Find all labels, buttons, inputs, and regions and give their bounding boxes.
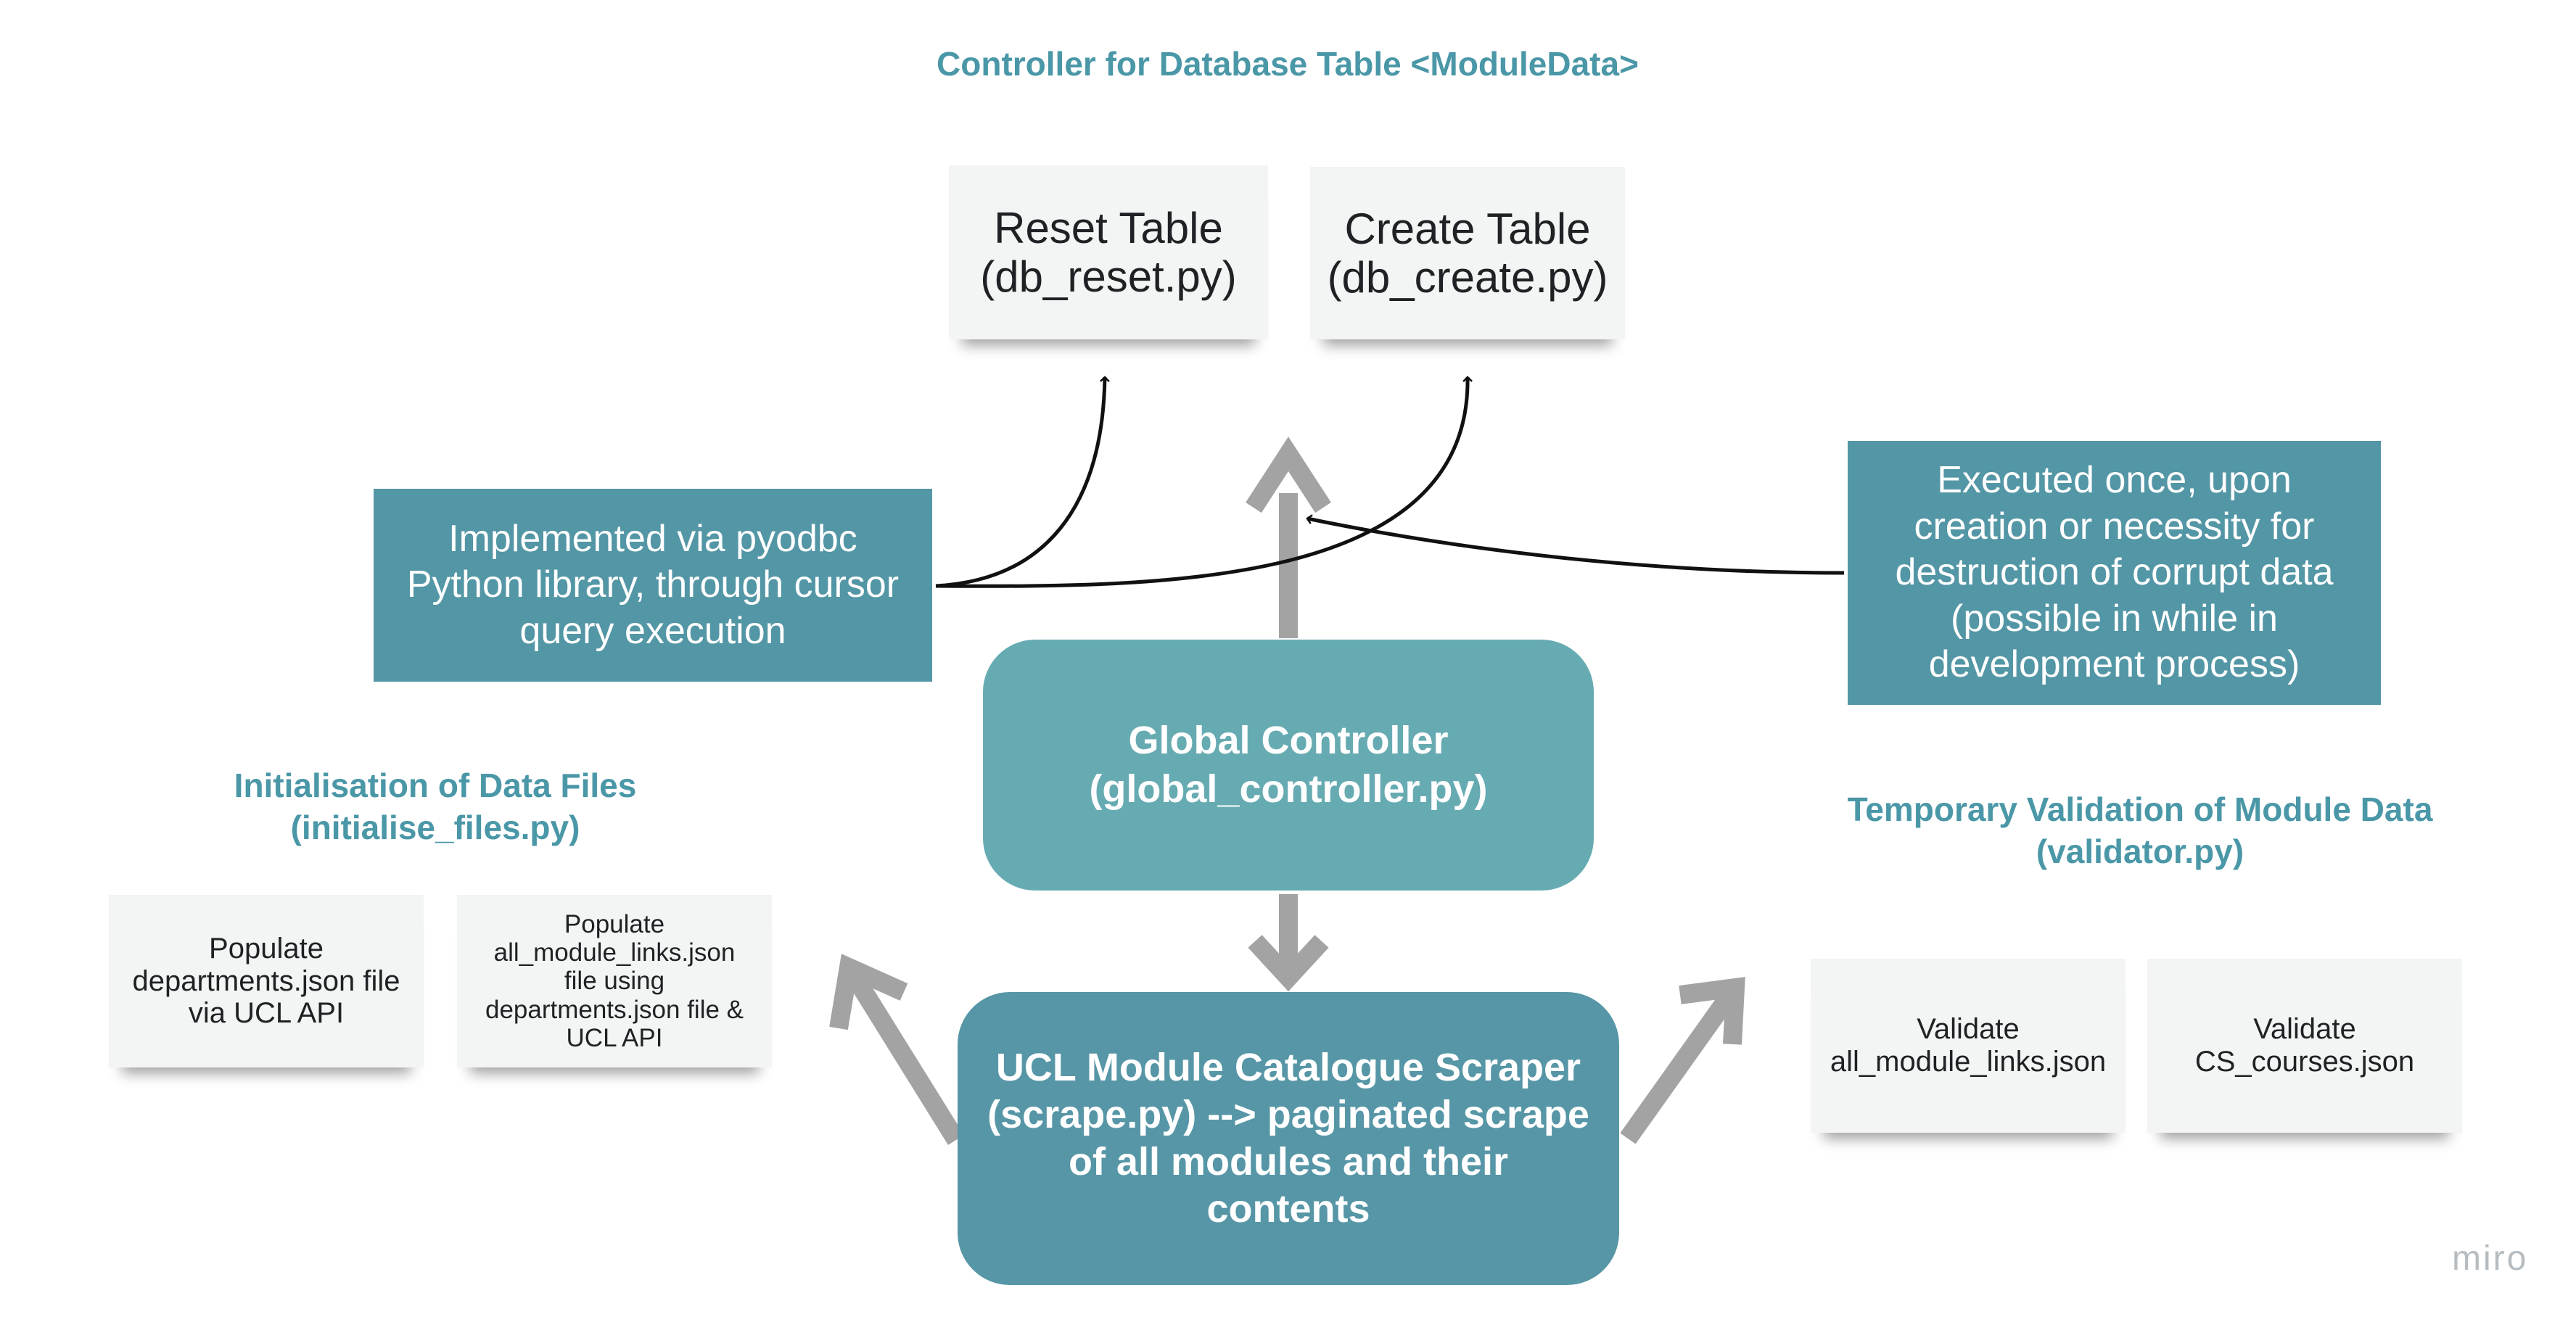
populate-module-links-sticky: Populate all_module_links.json file usin… bbox=[457, 895, 772, 1067]
populate-departments-sticky: Populate departments.json file via UCL A… bbox=[109, 895, 424, 1067]
arrow-scraper-to-initialisation bbox=[829, 954, 965, 1145]
validation-title: Temporary Validation of Module Data (val… bbox=[1847, 790, 2433, 870]
arrow-scraper-to-validator bbox=[1620, 977, 1745, 1144]
init-files-title: Initialisation of Data Files (initialise… bbox=[234, 767, 637, 846]
controller-title: Controller for Database Table <ModuleDat… bbox=[937, 45, 1639, 83]
validate-module-links-sticky: Validate all_module_links.json bbox=[1811, 959, 2126, 1133]
reset-table-sticky: Reset Table (db_reset.py) bbox=[949, 165, 1268, 339]
arrow-global-to-scraper bbox=[1248, 894, 1329, 992]
connector-pyodbc-to-reset bbox=[935, 376, 1110, 588]
miro-watermark: miro bbox=[2452, 1239, 2529, 1278]
validate-cs-courses-sticky: Validate CS_courses.json bbox=[2147, 959, 2462, 1133]
connector-execution-note-to-controller-arrow bbox=[1306, 514, 1845, 575]
connector-pyodbc-to-create bbox=[935, 376, 1473, 588]
pyodbc-note: Implemented via pyodbc Python library, t… bbox=[374, 489, 932, 682]
global-controller-node: Global Controller (global_controller.py) bbox=[983, 640, 1594, 891]
arrow-global-to-controller bbox=[1246, 437, 1331, 638]
scraper-node: UCL Module Catalogue Scraper (scrape.py)… bbox=[958, 992, 1619, 1285]
execution-note: Executed once, upon creation or necessit… bbox=[1848, 441, 2381, 705]
create-table-sticky: Create Table (db_create.py) bbox=[1310, 167, 1625, 339]
